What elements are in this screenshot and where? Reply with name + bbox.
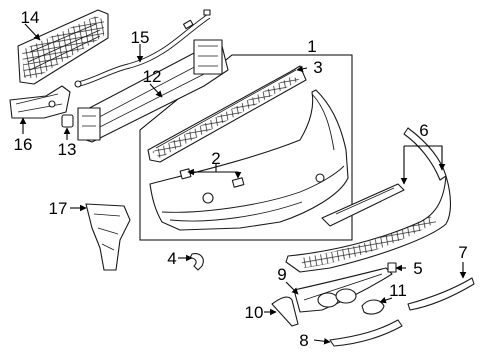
part-6-lower-valance[interactable] xyxy=(285,127,452,273)
callout-9: 9 xyxy=(277,265,286,284)
leader-lines xyxy=(19,23,467,345)
callout-2: 2 xyxy=(211,149,220,168)
callout-12: 12 xyxy=(143,67,162,86)
part-4-bracket[interactable] xyxy=(189,253,204,271)
part-5-clip[interactable] xyxy=(387,262,397,273)
part-3-energy-absorber[interactable] xyxy=(147,65,307,163)
part-16-mounting-bracket[interactable] xyxy=(9,85,71,119)
callout-6: 6 xyxy=(419,121,428,140)
part-12-impact-bar[interactable] xyxy=(77,39,229,143)
part-9-diffuser[interactable] xyxy=(293,267,393,313)
callout-15: 15 xyxy=(131,28,150,47)
callout-3: 3 xyxy=(313,58,322,77)
part-10-side-trim[interactable] xyxy=(271,296,299,327)
callout-11: 11 xyxy=(389,281,407,300)
part-11-tow-cap[interactable] xyxy=(361,299,385,315)
callout-14: 14 xyxy=(21,8,40,27)
part-17-side-bracket[interactable] xyxy=(85,203,131,271)
part-8-lower-strip[interactable] xyxy=(329,319,403,347)
assembly-box xyxy=(139,54,353,241)
part-1-bumper-cover[interactable] xyxy=(149,89,349,231)
part-15-wiring-harness[interactable] xyxy=(74,9,211,88)
part-14-reinforcement-panel[interactable] xyxy=(17,9,109,85)
part-13-clip[interactable] xyxy=(61,114,74,128)
callout-5: 5 xyxy=(413,259,422,278)
part-7-trim-strip[interactable] xyxy=(407,277,475,311)
callout-16: 16 xyxy=(14,135,33,154)
callout-17: 17 xyxy=(49,199,68,218)
callout-13: 13 xyxy=(58,140,77,159)
callout-10: 10 xyxy=(245,303,264,322)
callout-7: 7 xyxy=(458,243,467,262)
callout-4: 4 xyxy=(167,249,176,268)
callout-labels: 14 15 12 1 3 2 16 13 17 4 6 5 7 9 11 10 … xyxy=(14,8,468,350)
callout-8: 8 xyxy=(299,331,308,350)
callout-1: 1 xyxy=(307,37,316,56)
